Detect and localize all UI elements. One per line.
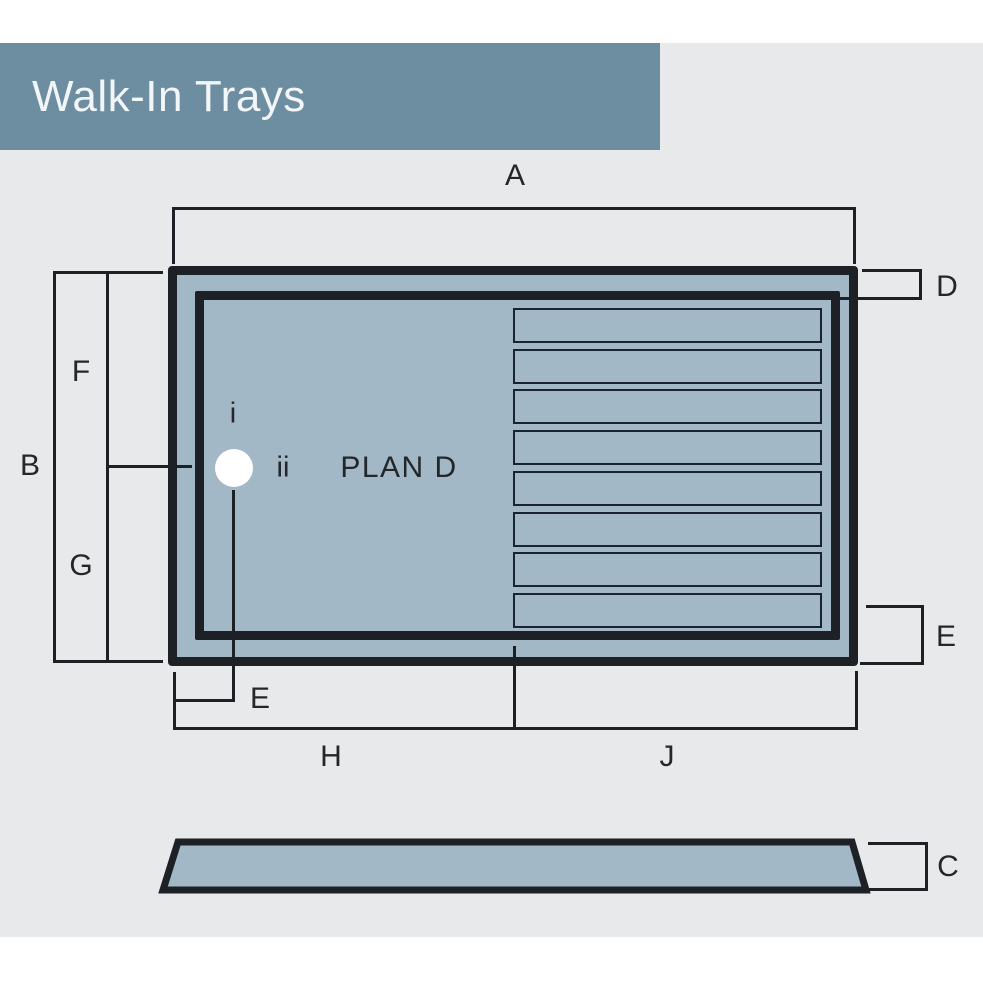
dim-d-top xyxy=(862,269,922,272)
dim-e-right-bottom xyxy=(860,662,924,665)
dim-label-j: J xyxy=(659,740,675,773)
dim-hj-riser-right xyxy=(855,671,858,730)
drain-leader-line xyxy=(232,490,235,702)
dim-label-d: D xyxy=(936,270,958,303)
tray-slat xyxy=(513,308,822,343)
drain-slat-group xyxy=(513,308,822,628)
tray-profile-shape xyxy=(158,838,871,894)
dim-fg-tick xyxy=(106,465,192,468)
tray-side-profile xyxy=(158,838,871,894)
tray-slat xyxy=(513,512,822,547)
dim-e-bottom-line xyxy=(173,699,234,702)
tray-slat xyxy=(513,552,822,587)
dim-label-e-right: E xyxy=(935,620,957,653)
dim-label-g: G xyxy=(69,549,93,582)
dim-label-h: H xyxy=(320,740,342,773)
dim-c-bottom xyxy=(868,888,928,891)
title-banner: Walk-In Trays xyxy=(0,43,660,150)
tray-slat xyxy=(513,471,822,506)
plan-name-label: PLAN D xyxy=(340,451,458,484)
dim-b-line xyxy=(53,271,56,663)
dim-e-right-side xyxy=(921,605,924,665)
tray-inner-frame xyxy=(195,291,840,640)
dim-c-top xyxy=(868,842,928,845)
dim-label-f: F xyxy=(71,355,91,388)
dim-label-e-bottom: E xyxy=(249,682,271,715)
tray-slat xyxy=(513,389,822,424)
dim-a-end-right xyxy=(853,207,856,264)
dim-label-b: B xyxy=(19,449,41,482)
dim-c-side xyxy=(925,842,928,891)
tray-slat xyxy=(513,349,822,384)
tray-slat xyxy=(513,430,822,465)
drain-outlet-circle xyxy=(215,449,253,487)
drain-marker-i: i xyxy=(229,397,237,430)
dim-d-bottom xyxy=(838,297,922,300)
page-title: Walk-In Trays xyxy=(32,71,306,121)
dim-label-c: C xyxy=(937,850,959,883)
drain-marker-ii: ii xyxy=(276,451,290,484)
dim-a-line xyxy=(172,207,856,210)
tray-slat xyxy=(513,593,822,628)
dim-a-end-left xyxy=(172,207,175,264)
dim-d-side xyxy=(919,269,922,300)
dim-label-a: A xyxy=(504,159,526,192)
dim-e-right-top xyxy=(866,605,924,608)
dim-hj-mid-tick xyxy=(513,646,516,730)
